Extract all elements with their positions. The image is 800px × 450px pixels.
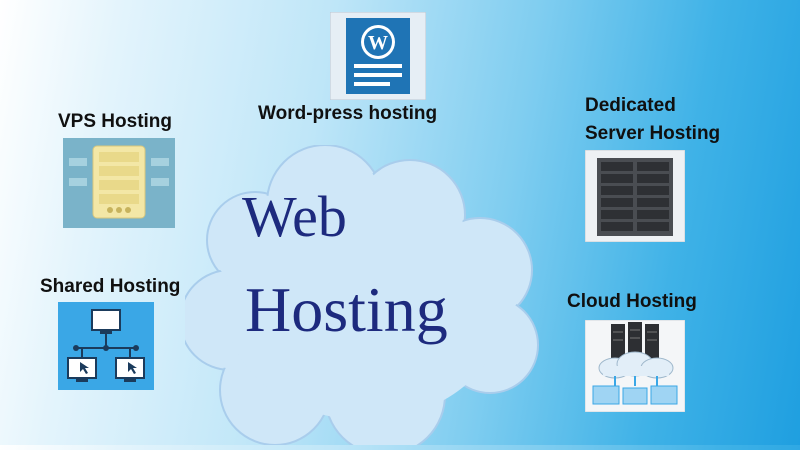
dedicated-hosting-label-line1: Dedicated bbox=[585, 95, 676, 116]
vps-hosting-label: VPS Hosting bbox=[58, 111, 173, 132]
wordpress-hosting-label: Word-press hosting bbox=[258, 103, 438, 124]
vps-server-icon bbox=[63, 138, 175, 228]
network-computers-icon bbox=[58, 302, 154, 390]
shared-hosting-label: Shared Hosting bbox=[40, 276, 181, 297]
cloud-hosting-label: Cloud Hosting bbox=[567, 291, 697, 312]
wordpress-icon: W bbox=[330, 12, 426, 100]
wordpress-tile: W bbox=[330, 12, 426, 100]
shared-tile bbox=[58, 302, 154, 390]
svg-text:W: W bbox=[368, 32, 388, 54]
vps-tile bbox=[63, 138, 175, 228]
dedicated-tile bbox=[585, 150, 685, 242]
dedicated-hosting-label-line2: Server Hosting bbox=[585, 123, 721, 144]
server-rack-icon bbox=[585, 150, 685, 242]
cloud-tile bbox=[585, 320, 685, 412]
title-web: Web bbox=[242, 184, 347, 249]
central-cloud bbox=[179, 144, 545, 450]
cloud-shape bbox=[179, 144, 539, 450]
cloud-servers-icon bbox=[585, 320, 685, 412]
title-hosting: Hosting bbox=[245, 274, 448, 345]
